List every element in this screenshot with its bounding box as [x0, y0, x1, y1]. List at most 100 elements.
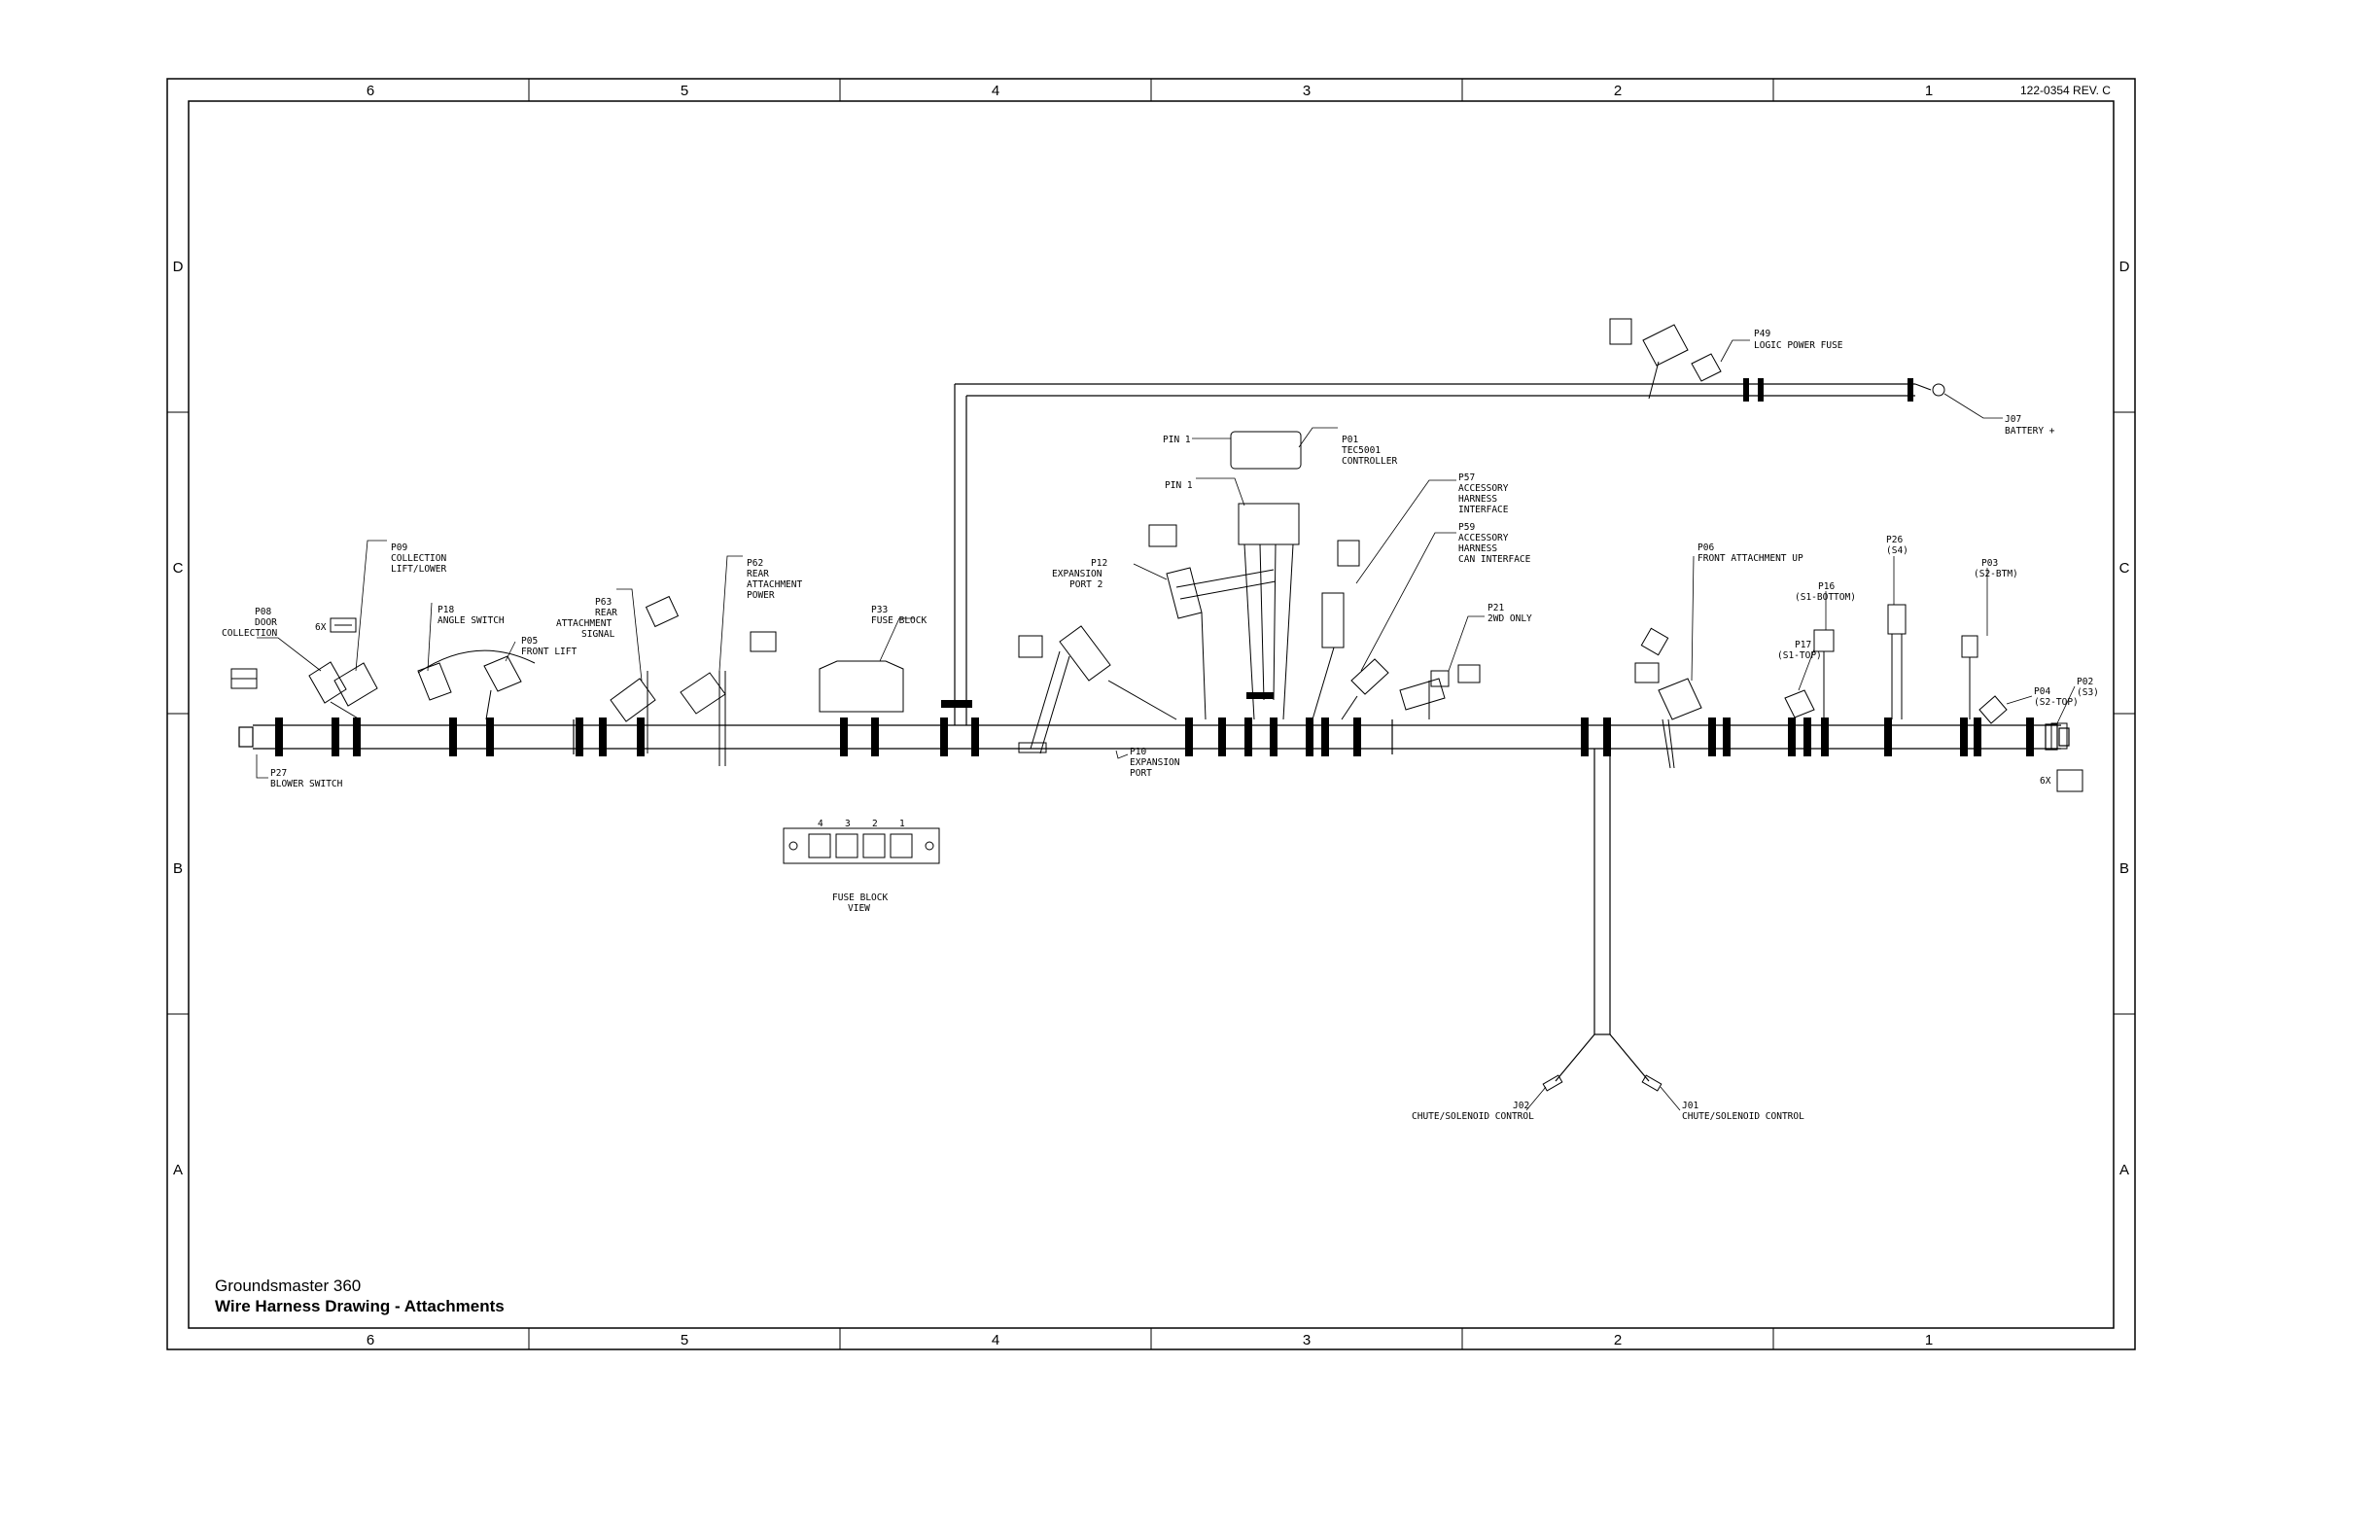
- connector-icon-p06: [1634, 662, 1660, 683]
- label-p62-b: REAR: [747, 569, 769, 579]
- row-label: D: [2119, 259, 2130, 275]
- label-p01-a: P01: [1342, 435, 1358, 445]
- row-label: D: [173, 259, 184, 275]
- label-p04-b: (S2-TOP): [2034, 697, 2079, 708]
- row-label: C: [173, 560, 184, 577]
- label-p06-a: P06: [1698, 542, 1714, 553]
- connector-icon-p10: [1018, 635, 1043, 658]
- label-p33-a: P33: [871, 605, 888, 615]
- label-p16-a: P16: [1818, 581, 1835, 592]
- label-fuse-view-a: FUSE BLOCK: [832, 892, 888, 903]
- label-six-x-left: 6X: [315, 622, 327, 633]
- row-labels-right: D C B A: [2119, 259, 2130, 1178]
- terminal-j07: [1932, 383, 1945, 397]
- fuse-number: 1: [899, 819, 905, 829]
- label-p09-a: P09: [391, 542, 407, 553]
- column-label: 4: [992, 83, 999, 99]
- connector-p18: [417, 662, 452, 701]
- column-label: 6: [367, 1332, 374, 1348]
- drawing-border: [166, 78, 2136, 1350]
- fuse-number: 2: [872, 819, 878, 829]
- label-j07-b: BATTERY +: [2005, 426, 2055, 437]
- connector-p08: [308, 661, 347, 704]
- label-p57-d: INTERFACE: [1458, 505, 1509, 515]
- connector-p17: [1784, 689, 1815, 718]
- label-p12-a: P12: [1091, 558, 1107, 569]
- column-label: 4: [992, 1332, 999, 1348]
- six-x-icon-right: [2056, 769, 2083, 792]
- label-p03-a: P03: [1981, 558, 1998, 569]
- label-p57-a: P57: [1458, 472, 1475, 483]
- connector-p57: [1321, 592, 1345, 648]
- connector-p26: [1887, 604, 1907, 635]
- label-p09-c: LIFT/LOWER: [391, 564, 446, 575]
- label-p62-c: ATTACHMENT: [747, 579, 802, 590]
- harness-clamps: [275, 378, 2034, 756]
- connector-p59: [1350, 658, 1389, 695]
- label-pin1-b: PIN 1: [1165, 480, 1193, 491]
- label-p57-c: HARNESS: [1458, 494, 1497, 505]
- connector-p33: [819, 660, 904, 713]
- label-p08-b: DOOR: [255, 617, 277, 628]
- column-labels-bottom: 6 5 4 3 2 1: [367, 1332, 1933, 1348]
- label-p27-b: BLOWER SWITCH: [270, 779, 343, 789]
- row-label: B: [2119, 860, 2129, 877]
- connector-j01: [1641, 1074, 1662, 1092]
- column-label: 2: [1614, 83, 1622, 99]
- label-p10-b: EXPANSION: [1130, 757, 1180, 768]
- connector-p63-mate: [645, 595, 680, 628]
- label-j01-b: CHUTE/SOLENOID CONTROL: [1682, 1111, 1804, 1122]
- label-p01-b: TEC5001: [1342, 445, 1381, 456]
- column-label: 5: [681, 83, 688, 99]
- label-p09-b: COLLECTION: [391, 553, 446, 564]
- column-labels-top: 6 5 4 3 2 1: [367, 83, 1933, 99]
- drawing-subtitle: Wire Harness Drawing - Attachments: [215, 1297, 505, 1315]
- label-p12-b: EXPANSION: [1052, 569, 1102, 579]
- label-p21-a: P21: [1488, 603, 1504, 613]
- connector-p05: [483, 655, 522, 692]
- label-p63-b: REAR: [595, 608, 617, 618]
- column-label: 1: [1925, 83, 1933, 99]
- label-p26-a: P26: [1886, 535, 1903, 545]
- leader-lines: [256, 339, 2076, 1111]
- callout-labels: P49 LOGIC POWER FUSE J07 BATTERY + PIN 1…: [222, 329, 2099, 1122]
- connector-p04: [1978, 695, 2008, 724]
- label-p27-a: P27: [270, 768, 287, 779]
- controller-p01: [1238, 503, 1300, 545]
- connector-p27: [238, 726, 254, 748]
- label-p62-a: P62: [747, 558, 763, 569]
- connector-p63: [610, 678, 656, 722]
- label-fuse-view-b: VIEW: [848, 903, 870, 914]
- label-j01-a: J01: [1682, 1101, 1698, 1111]
- label-p59-c: HARNESS: [1458, 543, 1497, 554]
- label-p16-b: (S1-BOTTOM): [1795, 592, 1856, 603]
- label-p05-b: FRONT LIFT: [521, 647, 577, 657]
- label-p08-c: COLLECTION: [222, 628, 277, 639]
- connector-icon-p21: [1457, 664, 1481, 683]
- connector-p62: [680, 672, 726, 715]
- row-label: A: [173, 1162, 183, 1178]
- row-label: C: [2119, 560, 2130, 577]
- label-p02-b: (S3): [2077, 687, 2099, 698]
- row-label: A: [2119, 1162, 2129, 1178]
- column-label: 6: [367, 83, 374, 99]
- label-p08-a: P08: [255, 607, 271, 617]
- row-labels-left: D C B A: [173, 259, 184, 1178]
- connector-p12: [1166, 567, 1203, 619]
- connector-p03: [1961, 635, 1978, 658]
- fuse-block-view: [783, 827, 940, 864]
- document-number: 122-0354 REV. C: [2020, 84, 2111, 97]
- label-p06-b: FRONT ATTACHMENT UP: [1698, 553, 1803, 564]
- label-p59-d: CAN INTERFACE: [1458, 554, 1531, 565]
- label-p63-d: SIGNAL: [581, 629, 615, 640]
- label-p18-b: ANGLE SWITCH: [438, 615, 505, 626]
- column-label: 1: [1925, 1332, 1933, 1348]
- label-j02-a: J02: [1513, 1101, 1529, 1111]
- label-p17-b: (S1-TOP): [1777, 650, 1822, 661]
- label-p10-a: P10: [1130, 747, 1146, 757]
- fuse-number: 4: [818, 819, 823, 829]
- connectors: [230, 318, 2083, 1092]
- row-label: B: [173, 860, 183, 877]
- label-p49-a: P49: [1754, 329, 1770, 339]
- label-j02-b: CHUTE/SOLENOID CONTROL: [1412, 1111, 1534, 1122]
